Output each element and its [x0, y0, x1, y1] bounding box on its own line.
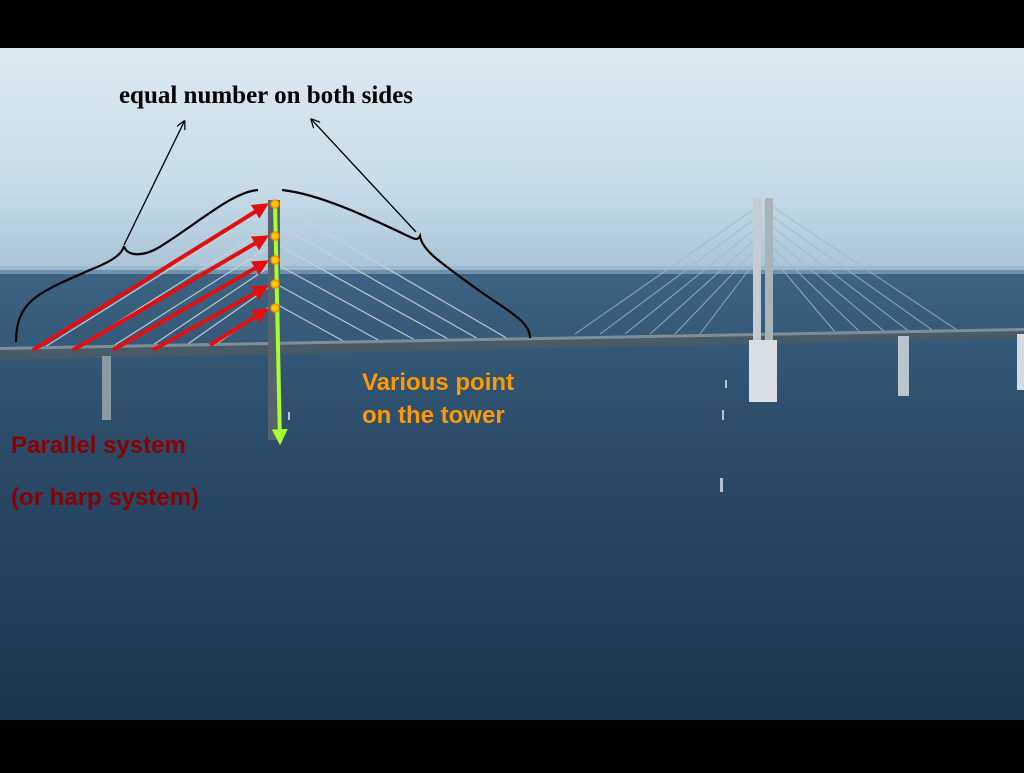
yellow-dot-icon	[270, 303, 280, 313]
far-tower	[749, 198, 777, 402]
left-curly-brace-icon	[14, 188, 259, 343]
green-down-arrow-icon	[271, 201, 288, 446]
far-tower-cables	[574, 204, 961, 335]
pier	[102, 356, 111, 420]
right-curly-brace-icon	[281, 188, 532, 339]
red-arrow-icon	[152, 285, 269, 352]
red-arrow-icon	[31, 203, 269, 352]
red-cable-arrows	[31, 203, 269, 352]
tower-note-line-2: on the tower	[362, 402, 505, 429]
sea-markers	[288, 380, 727, 492]
equal-number-title: equal number on both sides	[118, 82, 414, 109]
pointer-arrow-icon	[123, 122, 184, 246]
pier	[898, 336, 909, 396]
bottom-black-band	[0, 720, 1024, 768]
yellow-dot-icon	[270, 199, 280, 209]
horizon-haze	[0, 266, 1024, 274]
yellow-dot-icon	[270, 255, 280, 265]
tower-points-note: Various point on the tower	[362, 366, 514, 432]
pointer-arrow-icon	[312, 120, 417, 233]
pier	[1017, 334, 1024, 390]
red-arrow-icon	[71, 235, 269, 352]
sky	[0, 48, 1024, 272]
tower-note-line-1: Various point	[362, 369, 515, 396]
red-arrow-icon	[112, 260, 269, 352]
top-black-band	[0, 0, 1024, 48]
yellow-dot-icon	[270, 231, 280, 241]
system-alias-label: (or harp system)	[11, 484, 200, 511]
red-arrow-icon	[208, 308, 269, 347]
yellow-dot-icon	[270, 279, 280, 289]
tower-anchor-points	[270, 199, 280, 313]
system-name-label: Parallel system	[11, 432, 186, 459]
